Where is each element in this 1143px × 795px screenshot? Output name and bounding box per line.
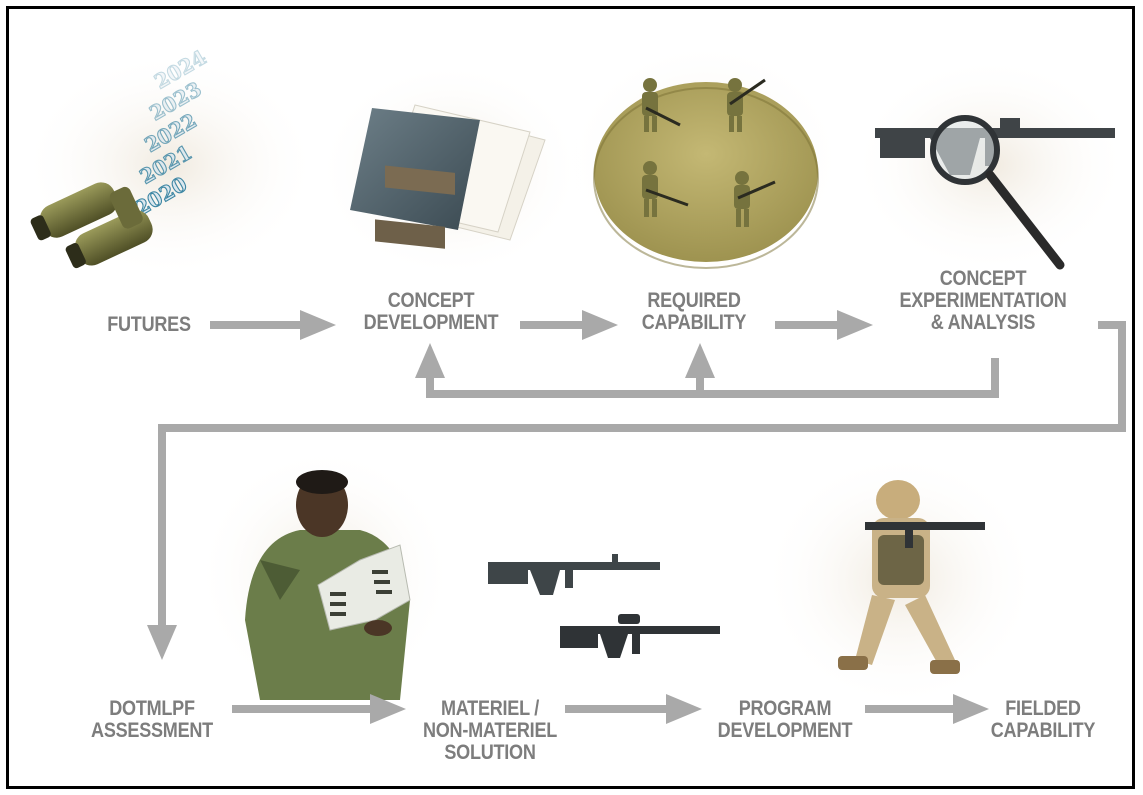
node-concept-experimentation-line-2: EXPERIMENTATION (899, 289, 1067, 312)
document-stack-icon (350, 104, 546, 249)
node-materiel-solution-line-3: SOLUTION (444, 741, 536, 764)
node-concept-development: CONCEPT DEVELOPMENT (349, 290, 512, 334)
node-concept-experimentation-line-3: & ANALYSIS (930, 311, 1036, 334)
arrow-to-dotmlpf (147, 625, 177, 660)
node-futures-line-1: FUTURES (107, 313, 191, 336)
node-dotmlpf-assessment-line-1: DOTMLPF (109, 697, 195, 720)
node-required-capability: REQUIRED CAPABILITY (625, 290, 763, 334)
process-arrows (147, 310, 1126, 724)
node-materiel-solution: MATERIEL / NON-MATERIEL SOLUTION (414, 698, 565, 764)
node-concept-experimentation-line-1: CONCEPT (939, 267, 1027, 290)
node-fielded-capability-line-2: CAPABILITY (990, 719, 1096, 742)
arrow-concept-to-capability (582, 310, 618, 340)
node-materiel-solution-line-2: NON-MATERIEL (422, 719, 557, 742)
node-concept-development-line-1: CONCEPT (387, 289, 475, 312)
soldiers-on-base-icon (593, 78, 819, 269)
row-connector-line (158, 321, 1126, 628)
node-program-development-line-2: DEVELOPMENT (717, 719, 853, 742)
node-dotmlpf-assessment-line-2: ASSESSMENT (91, 719, 213, 742)
soldier-reading-icon (245, 470, 411, 700)
arrow-materiel-to-program (666, 694, 702, 724)
node-concept-experimentation: CONCEPT EXPERIMENTATION & ANALYSIS (886, 268, 1080, 334)
node-fielded-capability: FIELDED CAPABILITY (980, 698, 1106, 742)
rifles-icon (488, 554, 720, 658)
arrow-dotmlpf-to-materiel (370, 694, 406, 724)
node-concept-development-line-2: DEVELOPMENT (363, 311, 499, 334)
arrow-feedback-to-capability (685, 343, 715, 378)
aiming-soldier-icon (838, 480, 985, 674)
node-program-development: PROGRAM DEVELOPMENT (710, 698, 860, 742)
rifle-magnifier-icon (875, 115, 1115, 270)
node-futures: FUTURES (103, 314, 194, 336)
node-required-capability-line-2: CAPABILITY (641, 311, 747, 334)
node-fielded-capability-line-1: FIELDED (1005, 697, 1081, 720)
arrow-futures-to-concept (300, 310, 336, 340)
feedback-loop-line (426, 358, 999, 398)
arrow-capability-to-experimentation (837, 310, 873, 340)
arrow-program-to-fielded (953, 694, 989, 724)
node-program-development-line-1: PROGRAM (738, 697, 832, 720)
arrow-feedback-to-concept (415, 343, 445, 378)
node-dotmlpf-assessment: DOTMLPF ASSESSMENT (78, 698, 226, 742)
node-materiel-solution-line-1: MATERIEL / (440, 697, 540, 720)
node-required-capability-line-1: REQUIRED (647, 289, 741, 312)
